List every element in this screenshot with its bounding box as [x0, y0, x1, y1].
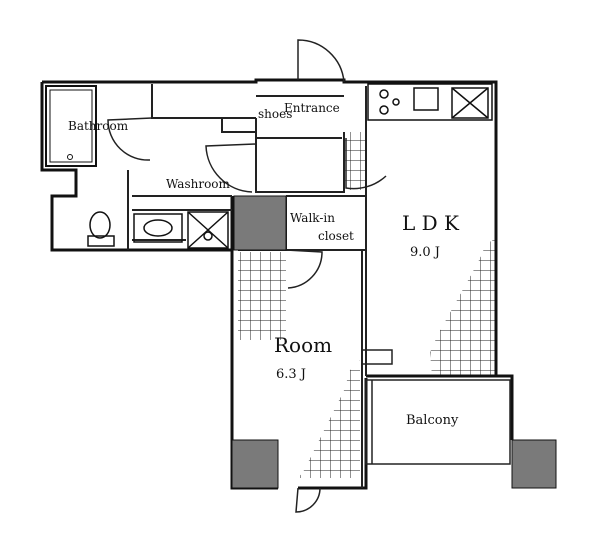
interior-walls [127, 84, 367, 488]
tile-room-top [238, 252, 286, 340]
label-washroom: Washroom [166, 177, 231, 191]
kitchen-counter [367, 83, 493, 121]
bathtub [45, 85, 97, 167]
label-entrance: Entrance [284, 101, 340, 115]
label-ldk-size: 9.0 J [410, 245, 440, 260]
doors [107, 39, 387, 513]
label-room: Room [274, 333, 332, 357]
tile-room-diagonal [298, 360, 360, 478]
label-ldk: L D K [402, 211, 460, 235]
label-balcony: Balcony [406, 413, 459, 428]
washing-machine [187, 211, 229, 249]
label-bathroom: Bathroom [68, 119, 129, 133]
sink [133, 213, 183, 243]
label-shoes: shoes [258, 107, 292, 121]
tile-entrance-hall [344, 132, 366, 190]
shelf [361, 349, 393, 365]
tile-areas [238, 132, 496, 478]
balcony-area [365, 379, 511, 465]
columns [231, 195, 557, 489]
toilet [87, 211, 115, 247]
tile-ldk-diagonal [430, 238, 496, 376]
label-walkin-closet-1: Walk-in [290, 211, 335, 225]
label-walkin-closet-2: closet [318, 229, 354, 243]
room-labels: Bathroom shoes Entrance Washroom Walk-in… [68, 101, 460, 428]
label-room-size: 6.3 J [276, 367, 306, 382]
